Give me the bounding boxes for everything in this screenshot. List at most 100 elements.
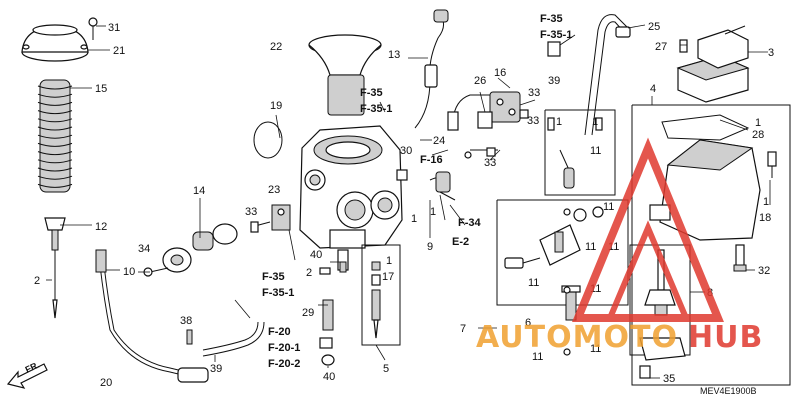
part-label-38: 39 <box>548 75 560 87</box>
part-label-34: 34 <box>138 243 150 255</box>
ref-f35-1-mid: F-35-1 <box>360 103 392 115</box>
float-chamber-group-box <box>631 104 791 386</box>
boot-rib <box>37 183 73 188</box>
part-label-11-b: 11 <box>603 201 614 213</box>
diagram-code: MEV4E1900B <box>700 386 757 396</box>
part-label-21: 21 <box>113 45 125 57</box>
clip-38[interactable] <box>547 41 561 57</box>
part-label-11-g: 11 <box>590 343 601 355</box>
part-label-28: 28 <box>752 129 764 141</box>
boot-rib <box>37 101 73 106</box>
part-label-23: 23 <box>268 184 280 196</box>
part-label-1-pilot-b: 1 <box>592 116 598 128</box>
part-label-5: 5 <box>383 363 389 375</box>
cutoff-valve-3[interactable] <box>676 25 750 103</box>
boot-rib <box>37 126 73 131</box>
part-label-20: 20 <box>100 377 112 389</box>
part-label-7: 7 <box>460 323 466 335</box>
o-ring[interactable] <box>253 121 283 159</box>
part-label-11-f: 11 <box>590 283 601 295</box>
part-label-12: 12 <box>95 221 107 233</box>
float-valve-parts-40[interactable] <box>337 249 349 273</box>
part-number-labels: 31 21 15 12 2 10 34 14 20 38 39 22 19 23… <box>34 21 774 389</box>
part-label-9: 9 <box>427 241 433 253</box>
ref-f35-1-low: F-35-1 <box>262 287 294 299</box>
part-label-24: 24 <box>433 135 445 147</box>
ref-f20: F-20 <box>268 326 291 338</box>
part-label-11-a: 11 <box>590 145 601 157</box>
part-label-30: 30 <box>400 145 412 157</box>
boot-rib <box>37 85 73 90</box>
boot-rib <box>37 175 73 180</box>
part-label-1-small: 1 <box>430 206 436 218</box>
part-label-1-body: 1 <box>411 213 417 225</box>
part-label-16: 16 <box>494 67 506 79</box>
part-label-4: 4 <box>650 83 656 95</box>
spring-set-7[interactable] <box>561 285 581 321</box>
boot-rib <box>37 159 73 164</box>
reference-labels: F-35 F-35-1 F-35 F-35-1 F-16 F-34 E-2 F-… <box>262 13 572 370</box>
jet-needle-holder[interactable] <box>44 217 66 319</box>
part-label-15: 15 <box>95 83 107 95</box>
ref-f35-mid: F-35 <box>360 87 383 99</box>
part-label-18: 18 <box>759 212 771 224</box>
part-label-29: 29 <box>302 307 314 319</box>
part-label-1-gasket: 1 <box>755 117 761 129</box>
cable-bracket-small[interactable] <box>250 204 291 233</box>
thermo-sensor-30[interactable] <box>396 169 456 201</box>
watermark-text-hub: HUB <box>688 320 763 355</box>
throttle-cable[interactable] <box>95 249 209 383</box>
breather-tube-37-38[interactable] <box>186 321 265 357</box>
float-screw-32[interactable] <box>733 244 747 272</box>
part-label-1-pilot-a: 1 <box>556 116 562 128</box>
drain-screw-18[interactable] <box>767 151 777 178</box>
carburetor-body[interactable] <box>299 125 403 249</box>
watermark-text-automoto: AUTOMOTO <box>476 320 678 355</box>
part-label-10: 10 <box>123 266 135 278</box>
part-label-22: 22 <box>270 41 282 53</box>
boot-rib <box>37 142 73 147</box>
part-label-3: 3 <box>768 47 774 59</box>
part-label-38-left: 39 <box>210 363 222 375</box>
boot-rib <box>37 118 73 123</box>
screw-27[interactable] <box>679 39 688 53</box>
heater-harness[interactable] <box>447 91 521 131</box>
leader-lines <box>46 24 771 379</box>
boot-rib <box>37 134 73 139</box>
screws-33-upper[interactable] <box>486 109 529 157</box>
throttle-drum[interactable] <box>143 247 192 277</box>
pilot-screw-1[interactable] <box>547 117 603 189</box>
part-label-1-jet: 1 <box>386 255 392 267</box>
small-screw-11-cluster[interactable] <box>563 208 571 356</box>
part-label-33-left: 33 <box>245 206 257 218</box>
float-body-35[interactable] <box>639 337 686 379</box>
adjust-screw-left[interactable] <box>504 257 541 269</box>
part-label-26: 26 <box>474 75 486 87</box>
part-label-11-h: 11 <box>532 351 543 363</box>
vacuum-diaphragm[interactable] <box>308 34 382 116</box>
needle-jet-set-box <box>361 244 401 346</box>
cap-screw[interactable] <box>88 17 98 40</box>
carburetor-top-cap[interactable] <box>21 24 89 62</box>
boot-rib <box>37 151 73 156</box>
pilot-valve-box <box>496 109 629 306</box>
part-label-11-e: 11 <box>528 277 539 289</box>
part-label-37: 38 <box>180 315 192 327</box>
choke-cable-13[interactable] <box>414 9 449 129</box>
front-direction-arrow: FR. <box>6 360 48 389</box>
part-label-17: 17 <box>382 271 394 283</box>
rubber-boot[interactable] <box>37 79 73 193</box>
jet-parts-29-39[interactable] <box>319 267 335 366</box>
part-label-14: 14 <box>193 185 205 197</box>
throttle-sensor-26[interactable] <box>464 111 498 159</box>
needle-valve-6[interactable] <box>539 206 604 266</box>
vent-tube-25[interactable] <box>584 14 631 136</box>
float-chamber[interactable] <box>649 139 761 241</box>
gasket-28[interactable] <box>661 114 750 141</box>
float-valve-8[interactable] <box>629 244 691 356</box>
return-spring[interactable] <box>192 223 238 251</box>
part-label-33-b: 33 <box>527 115 539 127</box>
ref-f35-low: F-35 <box>262 271 285 283</box>
ref-e2: E-2 <box>452 236 469 248</box>
